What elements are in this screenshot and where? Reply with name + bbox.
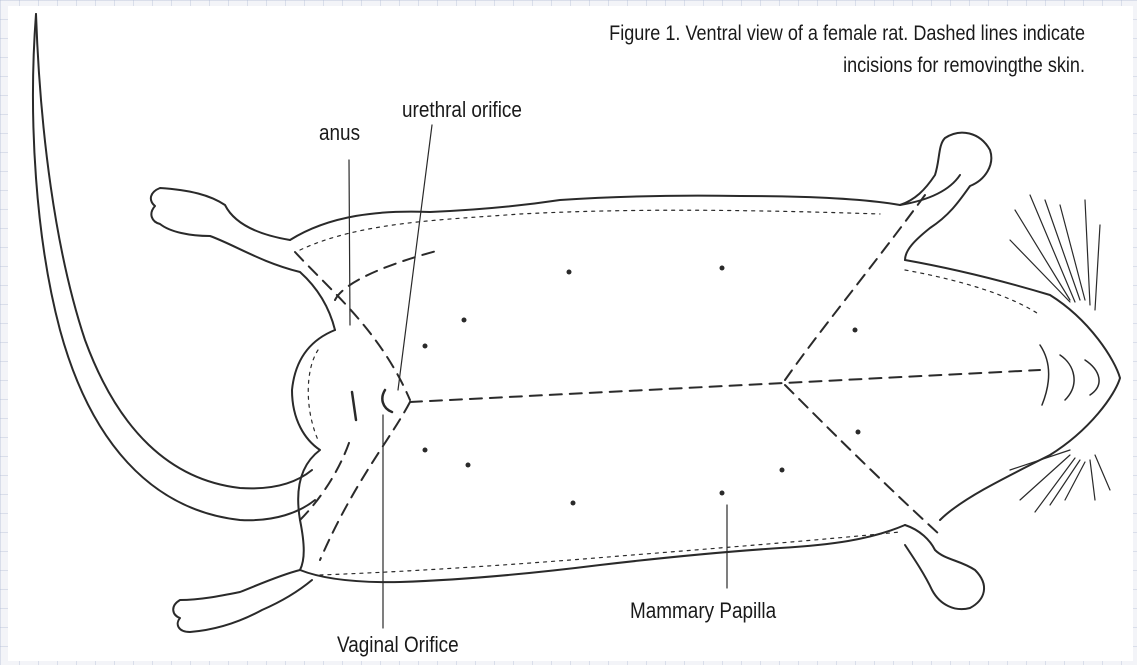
label-anus: anus: [319, 120, 360, 146]
hind-leg-upper: [151, 188, 335, 330]
whiskers: [1010, 195, 1110, 512]
label-urethral-orifice: urethral orifice: [402, 97, 522, 123]
label-vaginal-orifice: Vaginal Orifice: [337, 632, 459, 658]
leader-anus: [349, 160, 350, 325]
body-outline: [290, 175, 1120, 582]
incision-pelvic-lower: [300, 440, 350, 520]
hind-leg-lower: [173, 570, 312, 632]
incision-fore-upper: [785, 195, 925, 380]
mammary-papillae: [423, 266, 861, 506]
tail-outline-inner: [36, 14, 312, 488]
orifice-mark: [352, 390, 392, 420]
forelimb-upper: [900, 133, 991, 260]
figure-caption: Figure 1. Ventral view of a female rat. …: [466, 18, 1085, 82]
caption-line-1: Figure 1. Ventral view of a female rat. …: [466, 18, 1085, 50]
incision-pelvic-upper: [335, 250, 440, 300]
incision-hind-lower: [320, 402, 410, 560]
incision-fore-lower: [785, 385, 940, 535]
caption-line-2: incisions for removingthe skin.: [466, 50, 1085, 82]
leader-lines: [349, 125, 727, 628]
incision-hind-upper: [295, 252, 410, 400]
tail-outline: [33, 14, 315, 520]
incision-midline: [410, 370, 1040, 402]
pelvic-outline: [292, 330, 335, 570]
incision-lines: [295, 195, 1040, 560]
leader-urethral: [398, 125, 432, 390]
snout: [1040, 345, 1099, 405]
forelimb-lower: [905, 525, 984, 609]
label-mammary-papilla: Mammary Papilla: [630, 598, 776, 624]
